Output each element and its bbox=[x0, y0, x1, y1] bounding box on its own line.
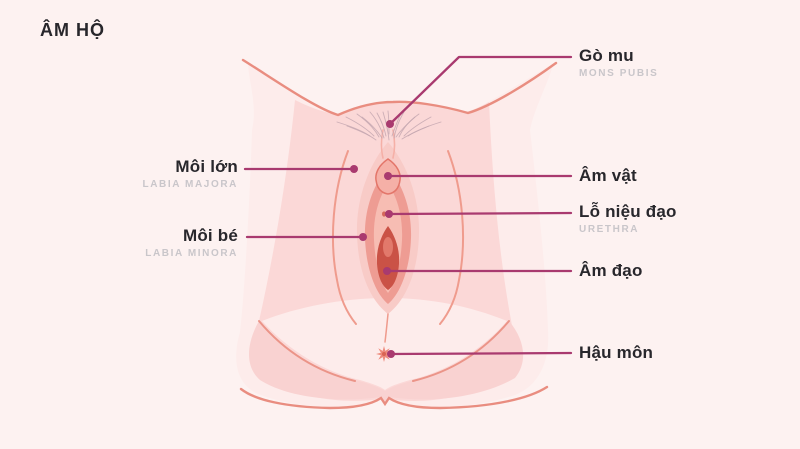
perineal-raphe bbox=[384, 313, 389, 343]
dot-clitoris bbox=[384, 172, 392, 180]
label-labia-minora: Môi bé LABIA MINORA bbox=[145, 227, 238, 259]
label-anus: Hậu môn bbox=[579, 344, 653, 361]
label-urethra: Lỗ niệu đạo URETHRA bbox=[579, 203, 677, 235]
label-vagina: Âm đạo bbox=[579, 262, 643, 279]
label-clitoris-vi: Âm vật bbox=[579, 166, 637, 185]
leader-urethra bbox=[387, 211, 573, 216]
labia-majora-crease-left bbox=[331, 150, 357, 325]
dot-vagina bbox=[383, 267, 391, 275]
perineum bbox=[262, 298, 507, 390]
vaginal-opening-inner bbox=[383, 237, 393, 257]
urethral-opening bbox=[382, 211, 386, 217]
label-labia-minora-en: LABIA MINORA bbox=[145, 248, 238, 259]
buttock-outline bbox=[239, 385, 549, 410]
dot-labia-minora bbox=[359, 233, 367, 241]
label-labia-minora-vi: Môi bé bbox=[182, 226, 238, 245]
label-mons-pubis-en: MONS PUBIS bbox=[579, 68, 659, 79]
label-urethra-vi: Lỗ niệu đạo bbox=[579, 202, 677, 221]
hip-line bbox=[241, 58, 558, 117]
buttocks bbox=[248, 321, 524, 402]
pubic-hair bbox=[336, 110, 442, 141]
label-clitoris: Âm vật bbox=[579, 167, 637, 184]
label-labia-majora-vi: Môi lớn bbox=[175, 157, 238, 176]
label-anus-vi: Hậu môn bbox=[579, 343, 654, 362]
page-title: ÂM HỘ bbox=[40, 20, 105, 40]
anus bbox=[376, 346, 392, 362]
gluteal-fold-left bbox=[258, 320, 356, 382]
labia-majora-crease-right bbox=[439, 150, 465, 325]
label-labia-majora-en: LABIA MAJORA bbox=[142, 179, 238, 190]
dot-labia-majora bbox=[350, 165, 358, 173]
leader-anus bbox=[389, 351, 573, 356]
label-mons-pubis-vi: Gò mu bbox=[579, 46, 634, 65]
label-vagina-vi: Âm đạo bbox=[579, 261, 643, 280]
label-labia-majora: Môi lớn LABIA MAJORA bbox=[143, 158, 239, 190]
leader-lines bbox=[243, 55, 573, 358]
leader-mons-pubis bbox=[388, 55, 573, 126]
dot-anus bbox=[387, 350, 395, 358]
dot-mons-pubis bbox=[386, 120, 394, 128]
dot-urethra bbox=[385, 210, 393, 218]
label-urethra-en: URETHRA bbox=[579, 224, 640, 235]
gluteal-fold-right bbox=[412, 320, 510, 382]
vaginal-opening bbox=[376, 226, 400, 290]
label-mons-pubis: Gò mu MONS PUBIS bbox=[579, 47, 658, 79]
